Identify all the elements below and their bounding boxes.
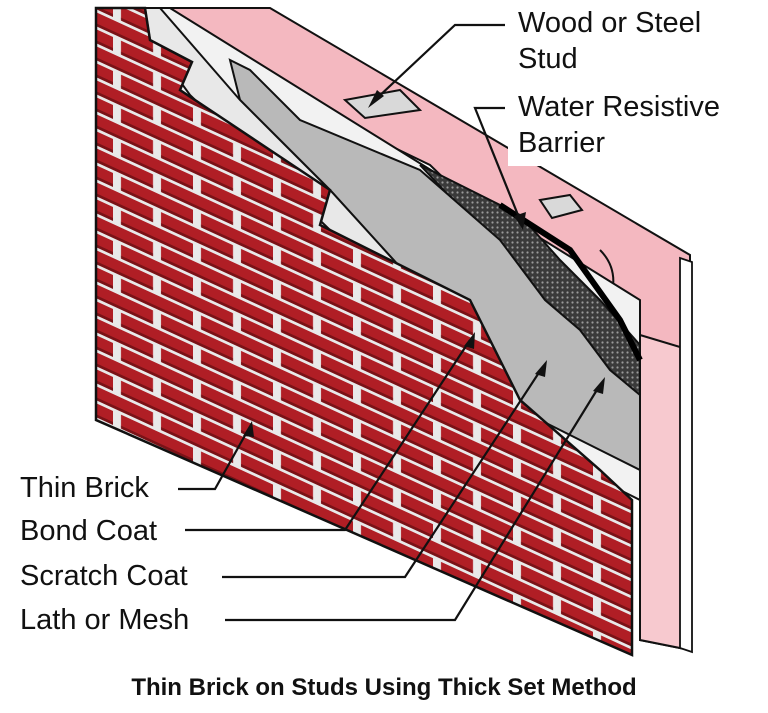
diagram-caption: Thin Brick on Studs Using Thick Set Meth… bbox=[131, 674, 636, 701]
leader-arrow bbox=[593, 377, 605, 394]
label-wrb-line1: Water Resistive bbox=[518, 91, 720, 123]
label-wrb-line2: Barrier bbox=[518, 127, 605, 159]
leader-arrow bbox=[368, 90, 384, 108]
stud bbox=[342, 88, 584, 220]
leader-thin-brick bbox=[178, 429, 249, 491]
leader-arrow bbox=[535, 360, 547, 377]
leader-arrow bbox=[464, 332, 475, 349]
leader-scratch-coat bbox=[222, 367, 543, 579]
label-bond-coat: Bond Coat bbox=[20, 515, 157, 547]
label-lath-mesh: Lath or Mesh bbox=[20, 604, 189, 636]
label-thin-brick: Thin Brick bbox=[20, 472, 149, 504]
leader-wrb bbox=[473, 106, 522, 221]
label-stud-line2: Stud bbox=[518, 43, 578, 75]
label-scratch-coat: Scratch Coat bbox=[20, 560, 188, 592]
leader-lines bbox=[178, 23, 605, 622]
leader-bond-coat bbox=[185, 339, 471, 532]
labels: Wood or Steel Stud Water Resistive Barri… bbox=[12, 0, 768, 636]
leader-lath-mesh bbox=[225, 384, 601, 622]
leader-stud bbox=[374, 23, 505, 101]
label-stud-line1: Wood or Steel bbox=[518, 7, 701, 39]
leader-arrow bbox=[514, 212, 526, 230]
leader-arrow bbox=[243, 421, 254, 437]
